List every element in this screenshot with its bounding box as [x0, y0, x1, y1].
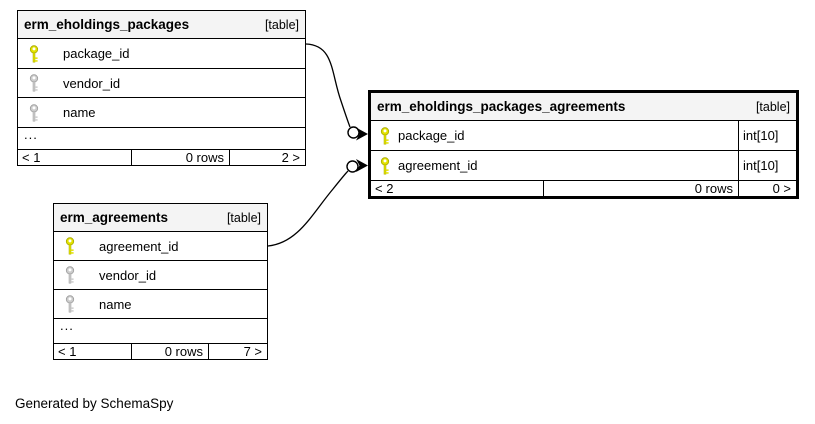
table-name[interactable]: erm_agreements	[60, 210, 169, 225]
table-erm-eholdings-packages-agreements[interactable]: erm_eholdings_packages_agreements [table…	[368, 90, 799, 199]
related-prev-count: < 1	[22, 150, 41, 165]
table-header[interactable]: erm_eholdings_packages_agreements [table…	[371, 93, 796, 121]
column-row: vendor_id	[18, 69, 305, 98]
column-name: package_id	[398, 128, 465, 143]
generated-by-note: Generated by SchemaSpy	[15, 396, 174, 411]
table-erm-agreements[interactable]: erm_agreements [table] agreement_id vend…	[53, 203, 268, 360]
more-columns-ellipsis: ...	[18, 128, 305, 150]
column-row: package_id	[18, 39, 305, 69]
arrowhead-icon	[356, 159, 368, 172]
column-name: name	[63, 105, 96, 120]
primary-key-icon	[380, 126, 390, 145]
column-cell: agreement_id	[371, 151, 738, 180]
row-count: 0 rows	[131, 344, 208, 359]
column-type: int[10]	[738, 121, 796, 150]
related-next-count: 2 >	[229, 150, 305, 165]
table-footer: < 1 0 rows 2 >	[18, 150, 305, 165]
relationship-line-package-id	[305, 43, 351, 128]
primary-key-icon	[65, 237, 75, 255]
primary-key-icon	[29, 44, 39, 63]
column-name: package_id	[63, 46, 130, 61]
column-row: agreement_id	[54, 232, 267, 261]
column-cell: package_id	[371, 121, 738, 150]
gray-key-icon	[65, 266, 75, 284]
column-name: vendor_id	[99, 267, 157, 283]
table-footer: < 2 0 rows 0 >	[371, 181, 796, 196]
column-name: agreement_id	[398, 158, 478, 173]
table-kind-label: [table]	[226, 210, 261, 225]
gray-key-icon	[29, 74, 39, 92]
table-kind-label: [table]	[755, 99, 790, 114]
column-name: agreement_id	[99, 238, 179, 254]
table-header[interactable]: erm_eholdings_packages [table]	[18, 11, 305, 39]
column-type: int[10]	[738, 151, 796, 180]
column-row: package_id int[10]	[371, 121, 796, 151]
related-prev-count: < 2	[375, 181, 394, 196]
arrowhead-icon	[356, 127, 368, 141]
table-footer: < 1 0 rows 7 >	[54, 344, 267, 359]
column-row: name	[18, 98, 305, 128]
column-row: vendor_id	[54, 261, 267, 290]
gray-key-icon	[29, 103, 39, 122]
row-count: 0 rows	[131, 150, 229, 165]
column-row: name	[54, 290, 267, 319]
zero-or-one-circle	[346, 160, 359, 173]
related-next-count: 7 >	[208, 344, 267, 359]
table-kind-label: [table]	[264, 17, 299, 32]
column-name: vendor_id	[63, 75, 121, 91]
more-columns-ellipsis: ...	[54, 319, 267, 344]
zero-or-one-circle	[347, 126, 360, 139]
table-erm-eholdings-packages[interactable]: erm_eholdings_packages [table] package_i…	[17, 10, 306, 166]
table-name[interactable]: erm_eholdings_packages	[24, 17, 190, 32]
related-prev-count: < 1	[58, 344, 77, 359]
table-name[interactable]: erm_eholdings_packages_agreements	[377, 99, 626, 114]
primary-key-icon	[380, 156, 390, 175]
column-name: name	[99, 296, 132, 312]
gray-key-icon	[65, 295, 75, 313]
related-next-count: 0 >	[738, 181, 796, 196]
relationship-line-agreement-id	[267, 170, 349, 247]
column-row: agreement_id int[10]	[371, 151, 796, 181]
row-count: 0 rows	[543, 181, 738, 196]
table-header[interactable]: erm_agreements [table]	[54, 204, 267, 232]
